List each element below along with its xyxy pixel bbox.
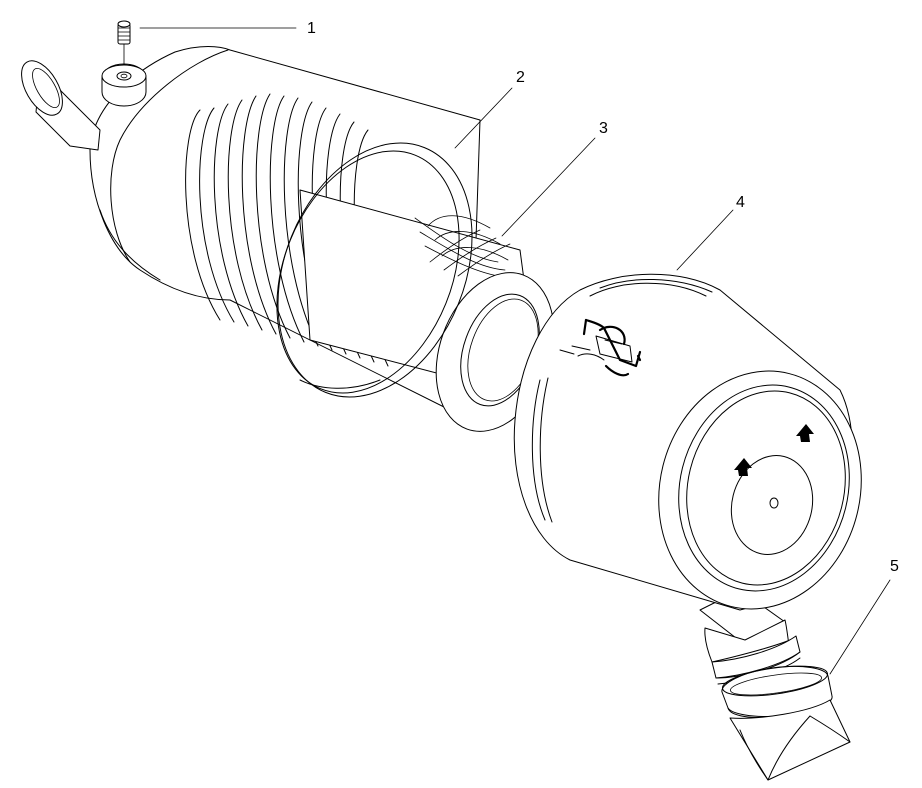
latch-clip — [559, 318, 642, 377]
callout-leaders — [139, 27, 891, 675]
callout-5: 5 — [890, 558, 899, 575]
part-2-seal-ring — [276, 142, 473, 398]
callout-2: 2 — [516, 69, 525, 86]
arrow-up-icon — [734, 458, 752, 476]
part-4-cover-assembly — [513, 273, 862, 611]
callout-3: 3 — [599, 120, 608, 137]
callout-4: 4 — [736, 194, 745, 211]
boss-mount — [101, 63, 147, 107]
part-3-filter-element — [299, 189, 555, 432]
part-1-fitting — [117, 20, 131, 65]
outlet-hose-end — [729, 699, 851, 781]
part-5-hose-clamp — [721, 665, 833, 719]
arrow-up-icon — [796, 424, 814, 442]
callout-1: 1 — [307, 20, 316, 37]
inlet-nozzle — [21, 60, 101, 151]
